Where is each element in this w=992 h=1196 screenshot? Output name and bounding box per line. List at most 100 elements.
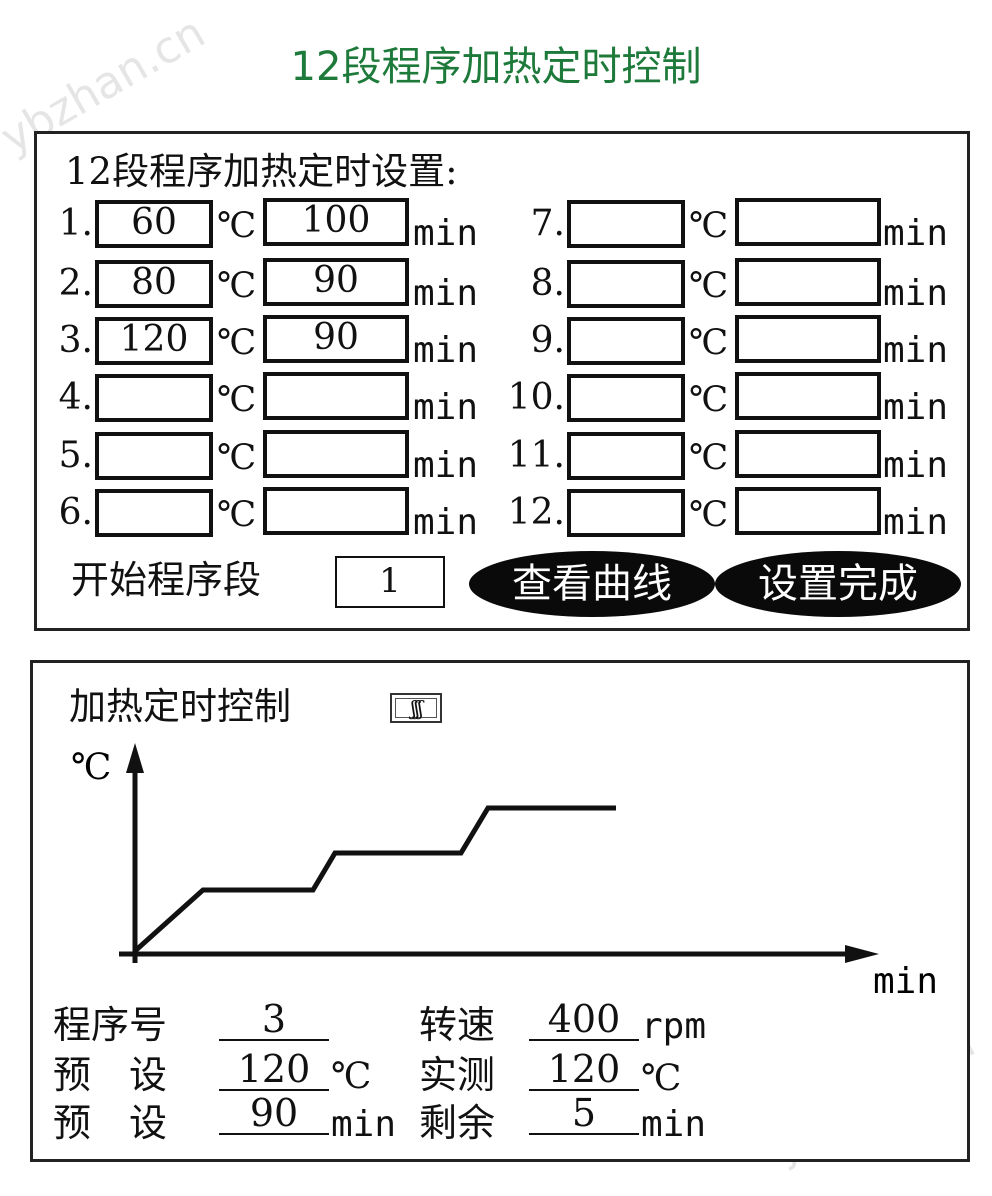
segment-time-unit: min xyxy=(883,387,949,428)
remaining-time-value: 5 xyxy=(529,1093,639,1135)
segment-time-unit: min xyxy=(413,213,479,254)
segment-temp-unit: ℃ xyxy=(217,380,257,420)
segment-temp-input[interactable] xyxy=(567,200,685,248)
segment-temp-input[interactable] xyxy=(95,432,213,480)
segment-time-input[interactable] xyxy=(263,430,409,478)
segment-row: 12. ℃ min xyxy=(37,483,967,543)
segment-time-unit: min xyxy=(883,445,949,486)
chart-x-axis-arrow xyxy=(845,945,879,963)
segment-temp-unit: ℃ xyxy=(217,206,257,246)
temperature-curve-chart: ℃ min xyxy=(71,743,938,1002)
segment-number: 5. xyxy=(58,435,93,476)
control-panel: 加热定时控制 ʃʃʃ ℃ min 程序号 3 转速 400 rpm 预 设 12… xyxy=(30,660,970,1162)
view-curve-button[interactable]: 查看曲线 xyxy=(469,551,715,617)
segment-time-input[interactable] xyxy=(735,372,881,420)
segment-temp-input[interactable] xyxy=(95,489,213,537)
control-panel-title: 加热定时控制 xyxy=(69,685,291,728)
measured-temp-unit: ℃ xyxy=(641,1058,682,1099)
segment-temp-unit: ℃ xyxy=(689,495,729,535)
segment-number: 3. xyxy=(58,320,93,361)
remaining-time-label: 剩余 xyxy=(419,1101,496,1145)
speed-unit: rpm xyxy=(641,1006,707,1047)
segment-temp-input[interactable] xyxy=(567,374,685,422)
segment-row: 6. ℃ min xyxy=(37,483,967,543)
segment-row: 4. ℃ min xyxy=(37,368,967,428)
segment-row: 11. ℃ min xyxy=(37,426,967,486)
speed-label: 转速 xyxy=(419,1003,496,1047)
segment-temp-unit: ℃ xyxy=(217,495,257,535)
segment-time-input[interactable]: 100 xyxy=(263,198,409,246)
program-number-label: 程序号 xyxy=(53,1003,168,1047)
segment-time-unit: min xyxy=(413,502,479,543)
segment-number: 8. xyxy=(530,263,565,304)
segment-temp-input[interactable]: 120 xyxy=(95,317,213,365)
segment-row: 8. ℃ min xyxy=(37,254,967,314)
segment-temp-input[interactable] xyxy=(567,317,685,365)
segment-temp-input[interactable] xyxy=(567,432,685,480)
remaining-time-unit: min xyxy=(641,1104,707,1145)
segment-number: 4. xyxy=(58,377,93,418)
preset-temp-value: 120 xyxy=(219,1049,329,1091)
segment-row: 9. ℃ min xyxy=(37,311,967,371)
speed-value: 400 xyxy=(529,999,639,1041)
segment-number: 1. xyxy=(58,203,93,244)
measured-temp-label: 实测 xyxy=(419,1053,496,1097)
segment-time-input[interactable] xyxy=(735,430,881,478)
segment-temp-unit: ℃ xyxy=(689,323,729,363)
segment-temp-unit: ℃ xyxy=(217,438,257,478)
segment-time-input[interactable] xyxy=(263,372,409,420)
segment-time-input[interactable] xyxy=(735,198,881,246)
segment-temp-unit: ℃ xyxy=(689,438,729,478)
segment-number: 10. xyxy=(507,377,565,418)
segment-time-unit: min xyxy=(883,502,949,543)
segment-row: 5. ℃ min xyxy=(37,426,967,486)
segment-number: 11. xyxy=(507,435,565,476)
segment-time-input[interactable] xyxy=(735,487,881,535)
preset-time-label: 预 设 xyxy=(53,1101,168,1145)
chart-y-axis-label: ℃ xyxy=(71,747,111,788)
segment-temp-unit: ℃ xyxy=(217,266,257,306)
segment-temp-input[interactable] xyxy=(95,374,213,422)
preset-time-unit: min xyxy=(331,1104,397,1145)
segment-row: 10. ℃ min xyxy=(37,368,967,428)
segment-temp-input[interactable]: 80 xyxy=(95,260,213,308)
temperature-curve-line xyxy=(133,805,616,953)
segment-time-unit: min xyxy=(883,273,949,314)
segment-time-input[interactable]: 90 xyxy=(263,258,409,306)
segment-number: 6. xyxy=(58,492,93,533)
segment-time-unit: min xyxy=(883,213,949,254)
segment-time-input[interactable]: 90 xyxy=(263,315,409,363)
segment-temp-input[interactable]: 60 xyxy=(95,200,213,248)
preset-temp-label: 预 设 xyxy=(53,1053,168,1097)
preset-temp-unit: ℃ xyxy=(331,1056,372,1097)
segment-time-unit: min xyxy=(413,445,479,486)
setup-done-button[interactable]: 设置完成 xyxy=(715,551,961,617)
segment-time-input[interactable] xyxy=(735,258,881,306)
segment-temp-input[interactable] xyxy=(567,260,685,308)
chart-x-axis-label: min xyxy=(873,961,938,1002)
segment-time-unit: min xyxy=(413,387,479,428)
segment-number: 9. xyxy=(530,320,565,361)
start-segment-input[interactable]: 1 xyxy=(335,556,445,608)
segment-time-unit: min xyxy=(413,330,479,371)
segment-number: 12. xyxy=(507,492,565,533)
program-number-value: 3 xyxy=(219,999,329,1041)
segment-time-input[interactable] xyxy=(263,487,409,535)
segment-time-unit: min xyxy=(883,330,949,371)
segment-temp-unit: ℃ xyxy=(689,266,729,306)
segment-temp-unit: ℃ xyxy=(689,380,729,420)
segment-time-input[interactable] xyxy=(735,315,881,363)
setup-panel-title: 12段程序加热定时设置: xyxy=(65,150,458,193)
start-segment-label: 开始程序段 xyxy=(71,558,262,602)
segment-temp-input[interactable] xyxy=(567,489,685,537)
chart-y-axis-arrow xyxy=(126,743,144,773)
heater-glyph: ʃʃʃ xyxy=(410,696,423,720)
segment-number: 2. xyxy=(58,263,93,304)
segment-temp-unit: ℃ xyxy=(217,323,257,363)
segment-time-unit: min xyxy=(413,273,479,314)
